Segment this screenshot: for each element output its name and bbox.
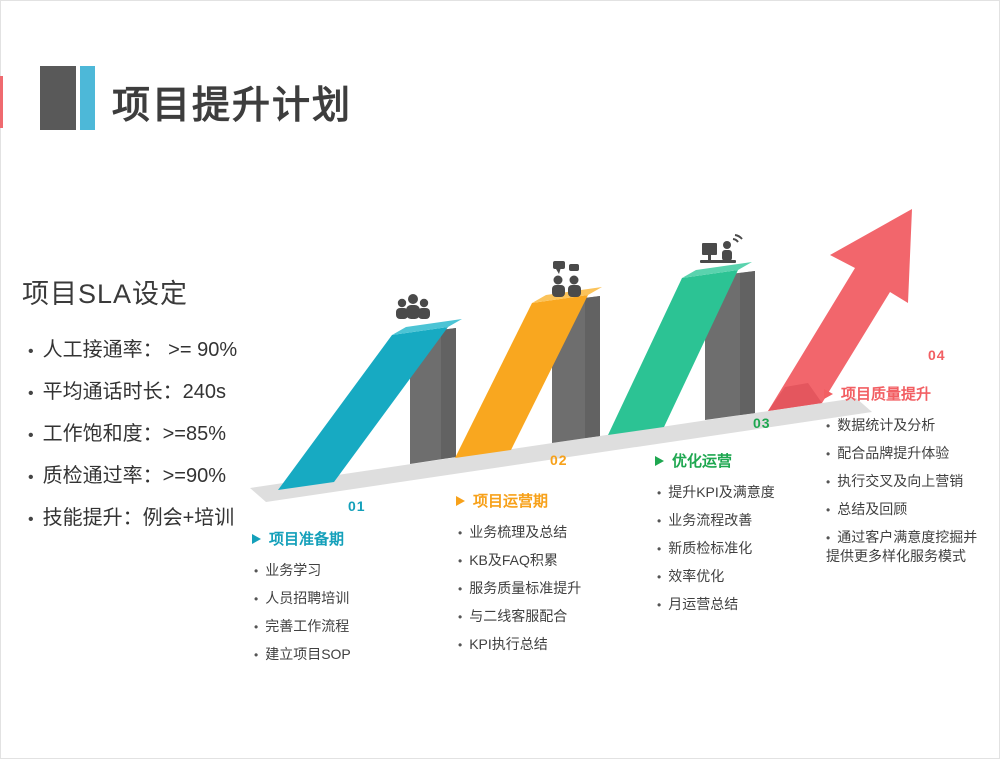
stage-title: 项目运营期 — [473, 493, 549, 510]
stage-item: 执行交叉及向上营销 — [826, 472, 986, 491]
chevron-right-icon — [252, 533, 261, 544]
title-accent-blue-bar — [80, 66, 95, 130]
stage-item: 提升KPI及满意度 — [657, 483, 827, 502]
slab-2-shade — [585, 296, 600, 438]
stage-item: 效率优化 — [657, 567, 827, 586]
stage-title: 项目准备期 — [269, 531, 345, 548]
stage-item: KB及FAQ积累 — [458, 551, 628, 570]
stage-item: 通过客户满意度挖掘并提供更多样化服务模式 — [826, 528, 986, 565]
stage-header: 项目质量提升 — [824, 383, 996, 404]
stage-header: 优化运营 — [655, 450, 827, 471]
workstation-icon — [700, 234, 743, 263]
stage-item: 业务梳理及总结 — [458, 523, 628, 542]
stage-item: 人员招聘培训 — [254, 589, 424, 608]
stage-item: 建立项目SOP — [254, 645, 424, 664]
stage-item-list: 业务学习 人员招聘培训 完善工作流程 建立项目SOP — [254, 561, 424, 664]
staircase-diagram — [250, 209, 912, 502]
stage-item: 总结及回顾 — [826, 500, 986, 519]
growth-arrow-icon — [768, 209, 912, 411]
stage-item-list: 业务梳理及总结 KB及FAQ积累 服务质量标准提升 与二线客服配合 KPI执行总… — [458, 523, 628, 654]
sla-panel-title: 项目SLA设定 — [22, 279, 189, 309]
sla-item: 技能提升：例会+培训 — [28, 508, 237, 530]
stage-item: 数据统计及分析 — [826, 416, 986, 435]
stage-item: KPI执行总结 — [458, 635, 628, 654]
stage-number: 02 — [550, 452, 568, 468]
stage-column-preparation: 项目准备期 业务学习 人员招聘培训 完善工作流程 建立项目SOP — [252, 528, 424, 673]
stage-column-operation: 项目运营期 业务梳理及总结 KB及FAQ积累 服务质量标准提升 与二线客服配合 … — [456, 490, 628, 663]
sla-item: 工作饱和度：>=85% — [28, 424, 237, 446]
sla-list: 人工接通率： >= 90% 平均通话时长：240s 工作饱和度：>=85% 质检… — [28, 340, 238, 550]
stage-header: 项目运营期 — [456, 490, 628, 511]
chevron-right-icon — [824, 388, 833, 399]
ground-strip — [250, 398, 872, 502]
stage-item: 新质检标准化 — [657, 539, 827, 558]
stage-number: 04 — [928, 347, 946, 363]
sla-item: 人工接通率： >= 90% — [28, 340, 238, 362]
slab-3-shade — [740, 271, 755, 415]
stage-column-quality-improvement: 项目质量提升 数据统计及分析 配合品牌提升体验 执行交叉及向上营销 总结及回顾 … — [824, 383, 996, 574]
discussion-icon — [552, 261, 581, 297]
stage-item: 业务学习 — [254, 561, 424, 580]
sla-item: 质检通过率：>=90% — [28, 466, 237, 488]
stage-item: 完善工作流程 — [254, 617, 424, 636]
stage-item: 与二线客服配合 — [458, 607, 628, 626]
sla-item: 平均通话时长：240s — [28, 382, 237, 404]
stage-title: 项目质量提升 — [841, 386, 932, 403]
chevron-right-icon — [655, 455, 664, 466]
stage-item: 配合品牌提升体验 — [826, 444, 986, 463]
ramp-3-top — [682, 262, 752, 278]
ramp-2-top — [532, 287, 602, 303]
stage-title: 优化运营 — [672, 453, 733, 470]
stage-column-optimization: 优化运营 提升KPI及满意度 业务流程改善 新质检标准化 效率优化 月运营总结 — [655, 450, 827, 623]
growth-arrow-shade — [768, 383, 822, 411]
page-title: 项目提升计划 — [112, 85, 353, 127]
chevron-right-icon — [456, 495, 465, 506]
ramp-3 — [608, 270, 738, 435]
ramp-2 — [455, 295, 588, 458]
slab-1-shade — [441, 328, 456, 459]
ramp-1-top — [392, 319, 462, 335]
stage-number: 01 — [348, 498, 366, 514]
stage-number: 03 — [753, 415, 771, 431]
stage-item: 服务质量标准提升 — [458, 579, 628, 598]
stage-header: 项目准备期 — [252, 528, 424, 549]
stage-item: 月运营总结 — [657, 595, 827, 614]
left-edge-accent — [0, 76, 3, 128]
ramp-1 — [278, 327, 448, 490]
stage-item-list: 数据统计及分析 配合品牌提升体验 执行交叉及向上营销 总结及回顾 通过客户满意度… — [826, 416, 986, 565]
team-icon — [396, 294, 430, 319]
stage-item-list: 提升KPI及满意度 业务流程改善 新质检标准化 效率优化 月运营总结 — [657, 483, 827, 614]
stage-item: 业务流程改善 — [657, 511, 827, 530]
title-accent-dark-bar — [40, 66, 76, 130]
